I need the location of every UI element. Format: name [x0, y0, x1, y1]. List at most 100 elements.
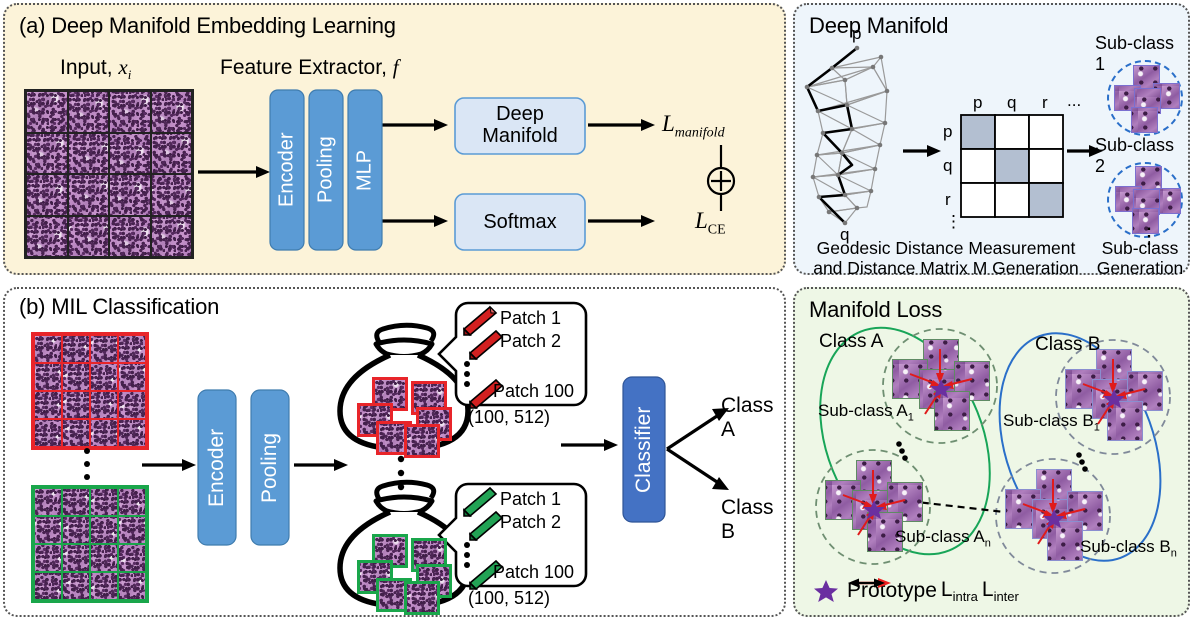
dm-title-text: Deep Manifold	[809, 13, 949, 38]
patch-tile	[26, 132, 68, 174]
class-b-ellipse	[998, 332, 1162, 562]
panel-deep-manifold-embedding-learning: (a) Deep Manifold Embedding Learning Inp…	[3, 3, 786, 275]
dm-caption-right: Sub-class Generation	[1091, 238, 1189, 278]
subclass-an-label: Sub-class An	[895, 527, 991, 549]
panel-a-graphics	[198, 89, 736, 251]
cluster-patch	[1047, 521, 1083, 561]
patch-tile	[118, 391, 146, 419]
loss-manifold-base: L	[662, 111, 675, 136]
bag-patch	[357, 403, 393, 437]
patch-tile	[62, 572, 90, 600]
feature-extractor-var: f	[392, 55, 399, 79]
input-label-text: Input,	[60, 56, 119, 79]
subclass-2-circle	[1107, 162, 1183, 238]
patch-tile	[62, 335, 90, 363]
patch-tile	[118, 572, 146, 600]
patch-tile	[90, 391, 118, 419]
patch-tile	[118, 363, 146, 391]
patch-tile	[150, 132, 192, 174]
patch-tile	[62, 363, 90, 391]
loss-ce-sub: CE	[707, 222, 726, 238]
patch-tile	[90, 419, 118, 447]
patch-tile	[67, 215, 109, 257]
legend-star-icon	[814, 580, 838, 602]
feature-extractor-label: Feature Extractor, f	[220, 55, 399, 80]
bag-patch	[404, 424, 440, 458]
cluster-patch	[1107, 401, 1143, 441]
patch-tile	[109, 215, 151, 257]
cluster-an-arrows	[842, 470, 906, 536]
matrix-row-q: q	[943, 156, 953, 175]
manifold-text: Manifold	[482, 125, 558, 147]
feature-vectors-class-a	[462, 305, 504, 410]
subclass-an-base: Sub-class A	[895, 527, 985, 546]
panel-dm-title: Deep Manifold	[809, 13, 948, 39]
arrow-pooling-to-bags	[294, 459, 348, 471]
patch-tile	[150, 91, 192, 133]
manifold-node-q-label: q	[840, 225, 850, 244]
cluster-subclass-bn	[1003, 469, 1103, 564]
cluster-patch	[867, 512, 903, 552]
patch-tile	[109, 132, 151, 174]
arrow-matrix-to-subclass	[1067, 145, 1103, 157]
class-a-ellipse	[819, 326, 991, 556]
patch-tile	[26, 91, 68, 133]
shape-label-top: (100, 512)	[468, 407, 551, 427]
block-classifier	[622, 376, 666, 523]
arrow-grids-to-encoder	[142, 459, 196, 471]
input-label: Input, xi	[60, 55, 131, 83]
loss-ce-label: LCE	[695, 208, 726, 239]
wsi-grid-class-a	[31, 332, 149, 450]
input-patch-grid	[24, 89, 194, 259]
subclass-b1-base: Sub-class B	[1003, 411, 1094, 430]
patch-tile	[150, 215, 192, 257]
matrix-col-ellipsis: ...	[1067, 91, 1082, 110]
subclass-an-circle	[815, 449, 931, 565]
matrix-row-ellipsis: ⋮	[945, 212, 962, 231]
block-encoder-b-label: Encoder	[205, 428, 228, 507]
prototype-star-a1	[930, 379, 952, 398]
bag-patches-class-b	[354, 534, 454, 615]
patch-tile	[67, 174, 109, 216]
legend-inter-label: Linter	[982, 578, 1019, 604]
subclass-patch	[1132, 208, 1159, 234]
panel-dm-graphics	[804, 45, 1103, 226]
subclass-bn-label: Sub-class Bn	[1080, 537, 1177, 559]
patch-tile	[90, 544, 118, 572]
patch-tile	[90, 488, 118, 516]
box-softmax-label: Softmax	[483, 210, 557, 233]
block-mlp	[347, 89, 383, 251]
arrow-mesh-to-matrix	[903, 145, 941, 157]
cluster-subclass-an	[823, 460, 923, 555]
bag-patch	[404, 581, 440, 615]
dm-caption-right-line2: Generation	[1096, 257, 1184, 278]
subclass-a1-base: Sub-class A	[818, 401, 908, 420]
cluster-bn-arrows	[1022, 479, 1086, 545]
subclass-bn-sub: n	[1170, 547, 1177, 560]
bag-patches-class-a	[354, 377, 454, 458]
legend-inter-base: L	[981, 577, 994, 601]
patch-tile	[90, 516, 118, 544]
patch-tile	[118, 419, 146, 447]
subclass-a1-circle	[882, 328, 998, 444]
bag-ellipsis	[397, 455, 405, 491]
subclass-2-label: Sub-class 2	[1095, 135, 1175, 176]
block-mlp-label: MLP	[353, 149, 376, 191]
patch-label-bottom-2: Patch 2	[500, 512, 562, 532]
patch-tile	[34, 488, 62, 516]
patch-tile	[34, 572, 62, 600]
output-class-b-label: Class B	[721, 496, 774, 543]
patch-tile	[118, 488, 146, 516]
feature-vectors-class-b	[462, 486, 504, 591]
manifold-node-p-label: p	[852, 24, 862, 43]
subclass-1-circle	[1107, 60, 1183, 136]
class-b-label: Class B	[1035, 334, 1101, 355]
patch-tile	[34, 544, 62, 572]
patch-label-top-2: Patch 2	[500, 331, 562, 351]
grid-ellipsis	[84, 448, 90, 480]
cluster-subclass-a1	[890, 339, 990, 434]
feature-extractor-text: Feature Extractor,	[220, 56, 393, 79]
cluster-subclass-b1	[1063, 349, 1163, 444]
prototype-star-bn	[1043, 509, 1065, 528]
legend-inter-sub: inter	[993, 589, 1019, 605]
